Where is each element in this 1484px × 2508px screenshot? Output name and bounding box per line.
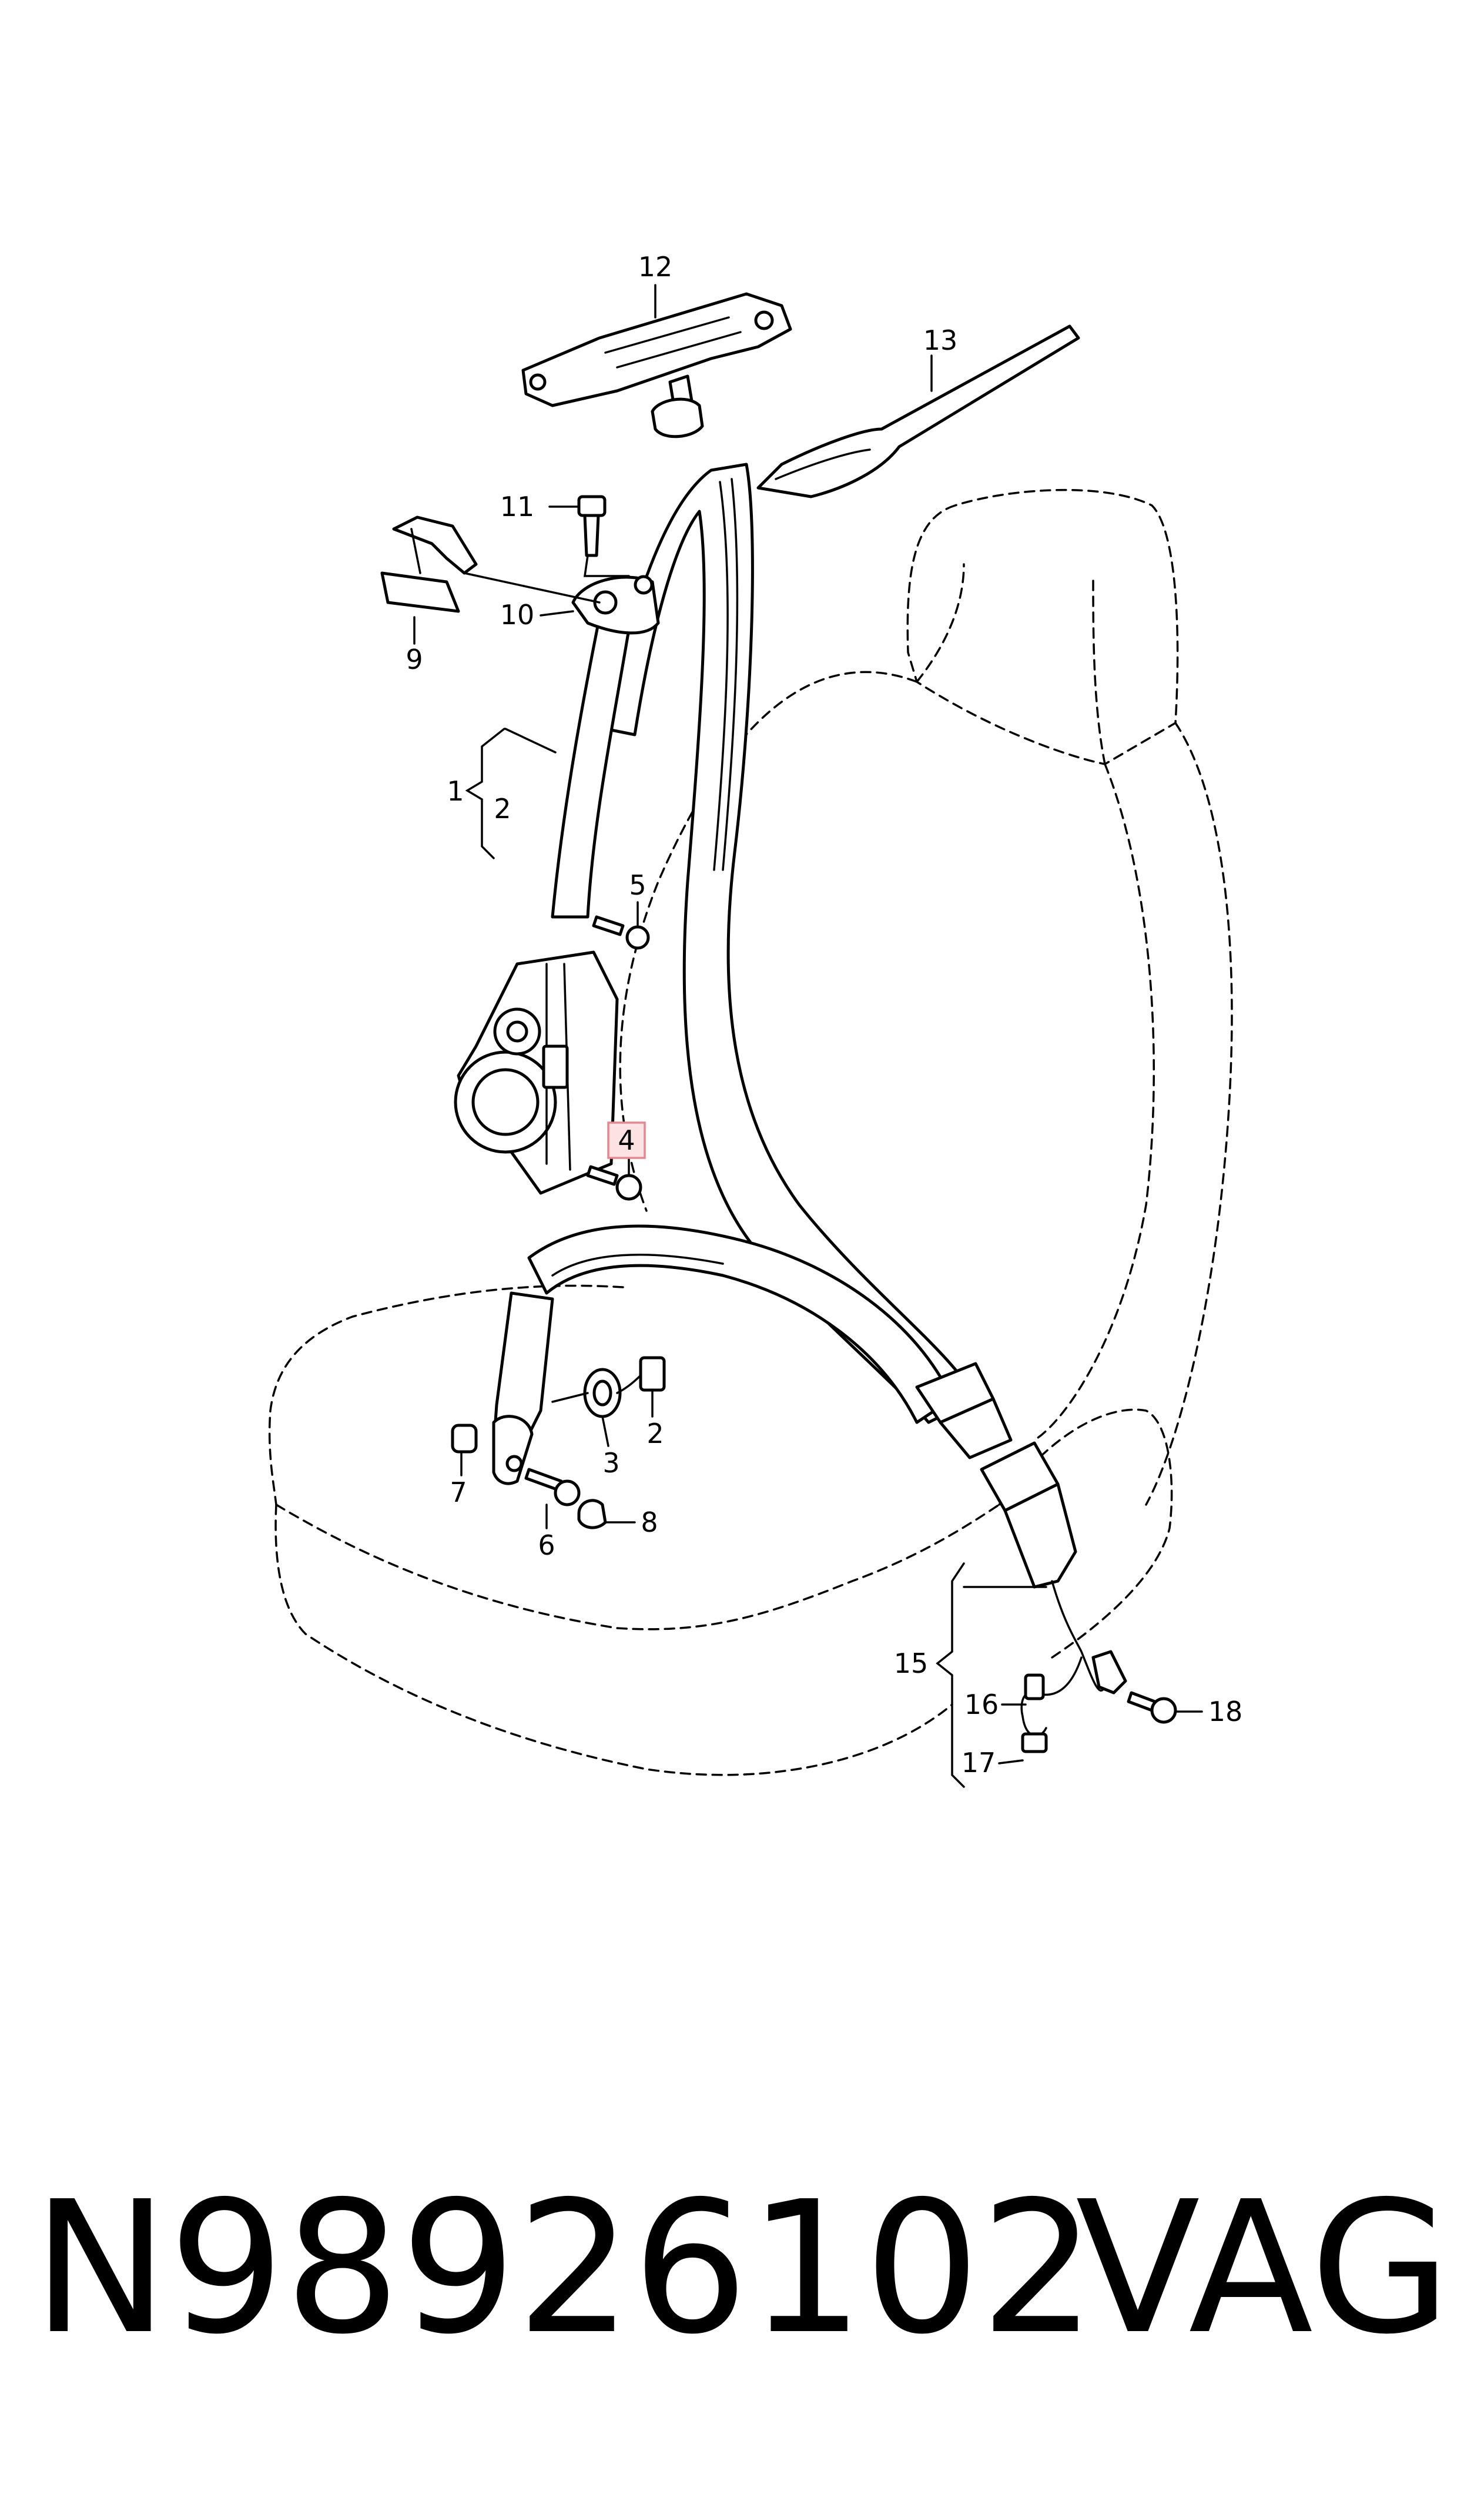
seat-outline	[268, 488, 1233, 1776]
callout-4: 4	[618, 1124, 635, 1156]
callout-1: 1	[447, 775, 464, 807]
callout-8: 8	[641, 1506, 658, 1538]
callout-15: 15	[894, 1648, 929, 1679]
buckle-assembly	[980, 1441, 1177, 1753]
callout-9: 9	[406, 644, 423, 675]
cap-8	[577, 1499, 607, 1529]
callout-16: 16	[964, 1689, 999, 1720]
callout-2-lower: 2	[646, 1418, 664, 1449]
callout-4-highlight	[607, 1121, 646, 1159]
brand-name: VAG	[1076, 2162, 1452, 2375]
callout-7: 7	[450, 1476, 467, 1508]
belt-webbing	[527, 463, 1013, 1459]
sleeve-7	[451, 1424, 478, 1454]
grommet-3	[551, 1368, 622, 1418]
trim-cover	[756, 324, 1080, 498]
screw-5	[592, 915, 650, 950]
bolt-6	[524, 1468, 581, 1506]
callout-labels: 12 13 11 10 9 1 2 5 4 3 2 7 6 8 15 16 17…	[406, 251, 1242, 1779]
height-adjuster	[521, 292, 792, 438]
leader-lines	[413, 284, 1203, 1788]
callout-6: 6	[538, 1529, 555, 1561]
callout-17: 17	[962, 1747, 996, 1779]
guide-bracket	[380, 515, 478, 613]
callout-13: 13	[923, 324, 958, 356]
callout-11: 11	[500, 491, 535, 523]
retractor	[454, 950, 619, 1195]
upper-belt-guide	[571, 575, 660, 635]
connector-2	[616, 1356, 666, 1394]
bolt-4	[586, 1165, 642, 1201]
callout-2-upper: 2	[494, 793, 511, 825]
callout-18: 18	[1208, 1696, 1243, 1727]
callout-10: 10	[500, 599, 535, 631]
bolt-11	[577, 495, 607, 557]
callout-3: 3	[602, 1447, 619, 1479]
lower-anchor	[492, 1291, 554, 1485]
callout-12: 12	[638, 251, 673, 283]
callout-5: 5	[629, 869, 646, 901]
part-number: N98926102	[32, 2162, 1096, 2375]
